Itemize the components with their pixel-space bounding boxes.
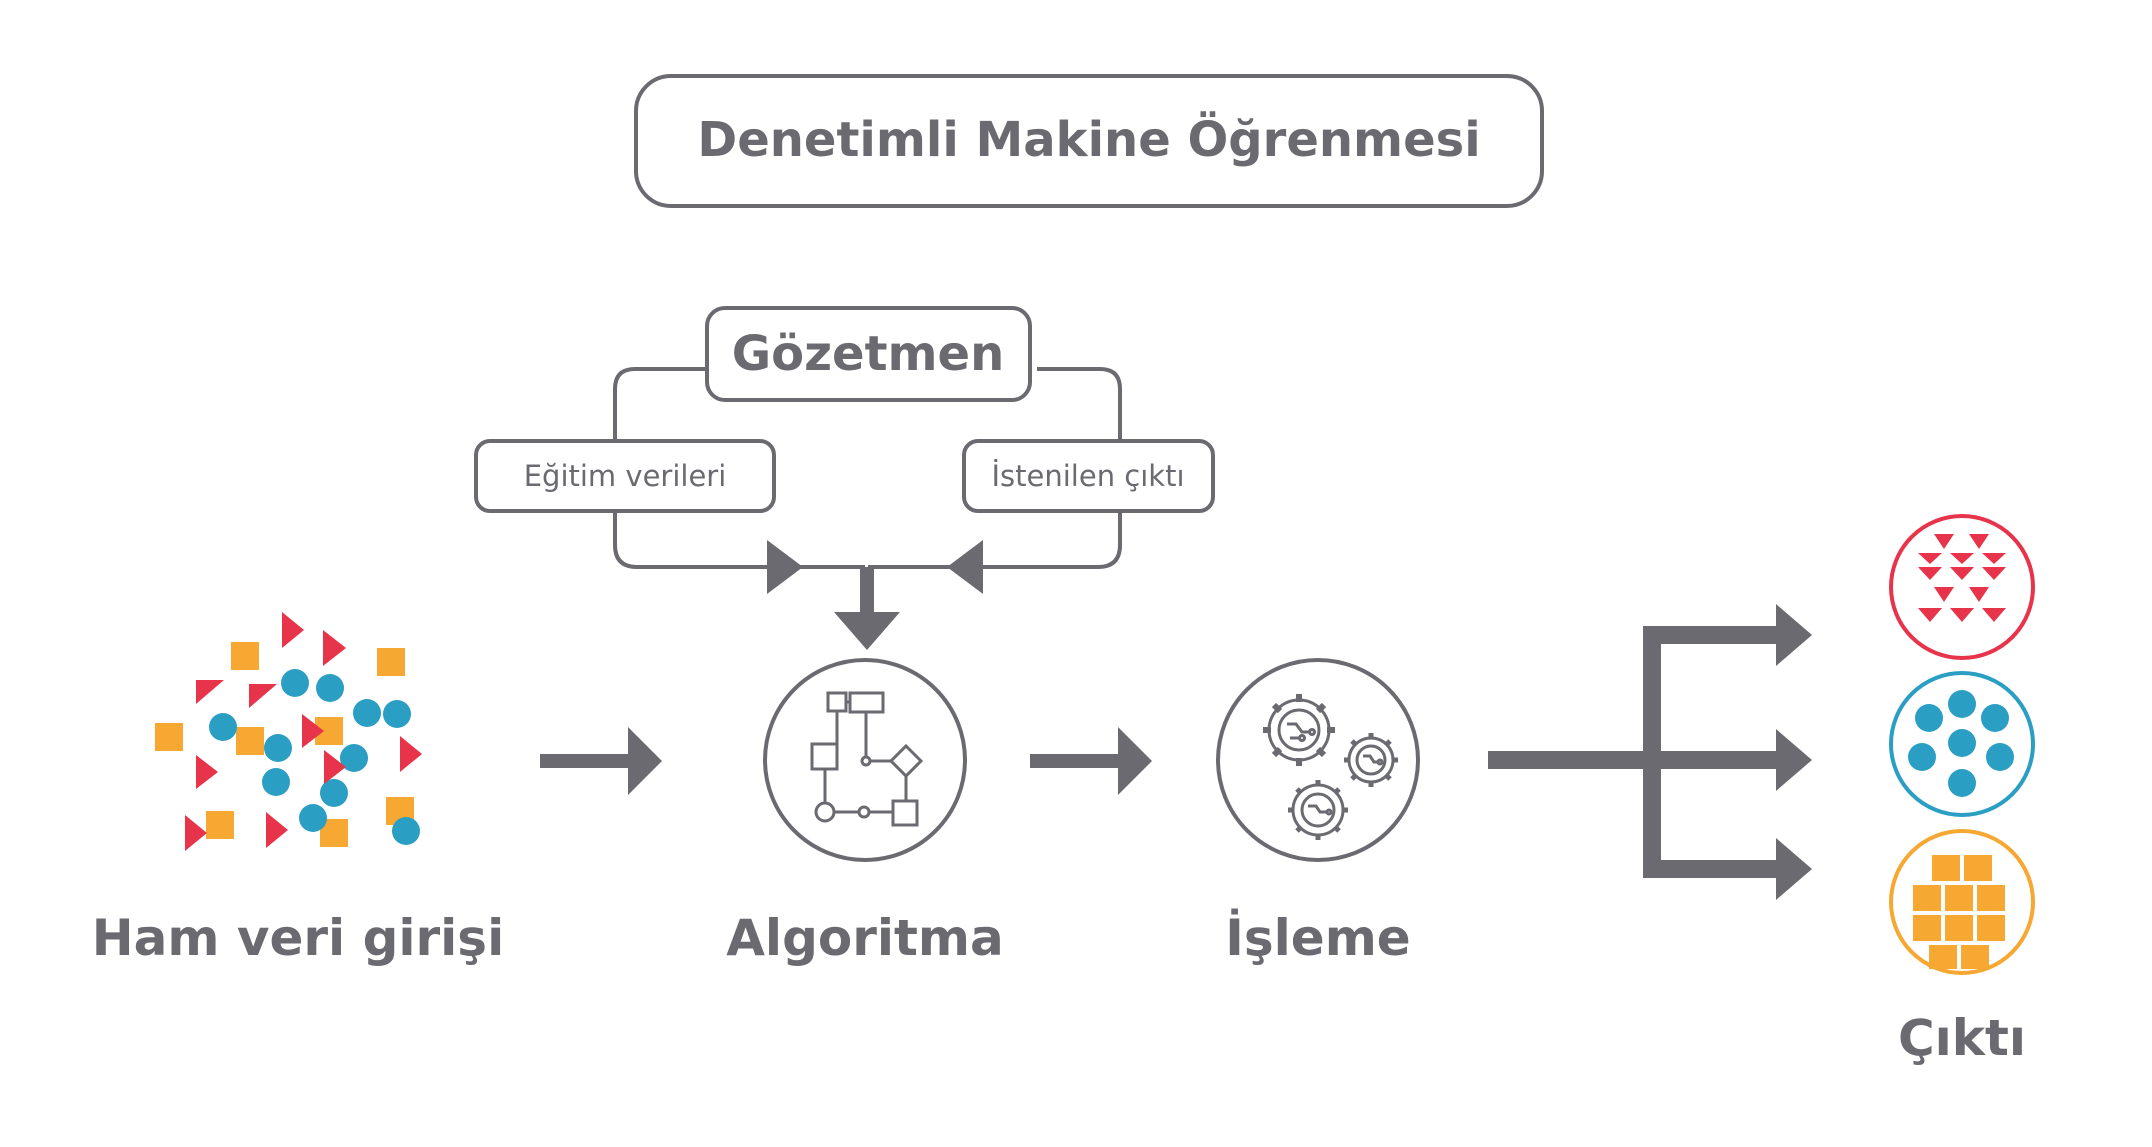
desired-output-box: İstenilen çıktı [962, 439, 1215, 513]
title-box: Denetimli Makine Öğrenmesi [634, 74, 1544, 208]
desired-output-label: İstenilen çıktı [991, 459, 1184, 493]
processing-node [1216, 658, 1420, 862]
raw-data-scatter [155, 612, 422, 851]
arrow-right-head [767, 540, 803, 594]
arrow-to-algorithm [540, 727, 662, 795]
output-cluster-orange [1889, 829, 2035, 975]
arrow-left-head [947, 540, 983, 594]
output-branch [1488, 604, 1812, 900]
algorithm-node [763, 658, 967, 862]
supervisor-box: Gözetmen [705, 306, 1032, 402]
raw-input-label: Ham veri girişi [92, 909, 504, 967]
gears-icon [1263, 694, 1398, 840]
output-cluster-red [1889, 514, 2035, 660]
processing-label: İşleme [1225, 909, 1410, 967]
diagram-title: Denetimli Makine Öğrenmesi [697, 111, 1480, 168]
arrow-down-to-algorithm [834, 567, 900, 650]
output-cluster-blue [1889, 671, 2035, 817]
supervisor-label: Gözetmen [732, 326, 1005, 382]
output-label: Çıktı [1898, 1009, 2026, 1067]
arrow-to-processing [1030, 727, 1152, 795]
flowchart-icon [810, 691, 924, 827]
training-data-box: Eğitim verileri [474, 439, 776, 513]
algorithm-label: Algoritma [726, 909, 1004, 967]
training-data-label: Eğitim verileri [524, 459, 727, 493]
